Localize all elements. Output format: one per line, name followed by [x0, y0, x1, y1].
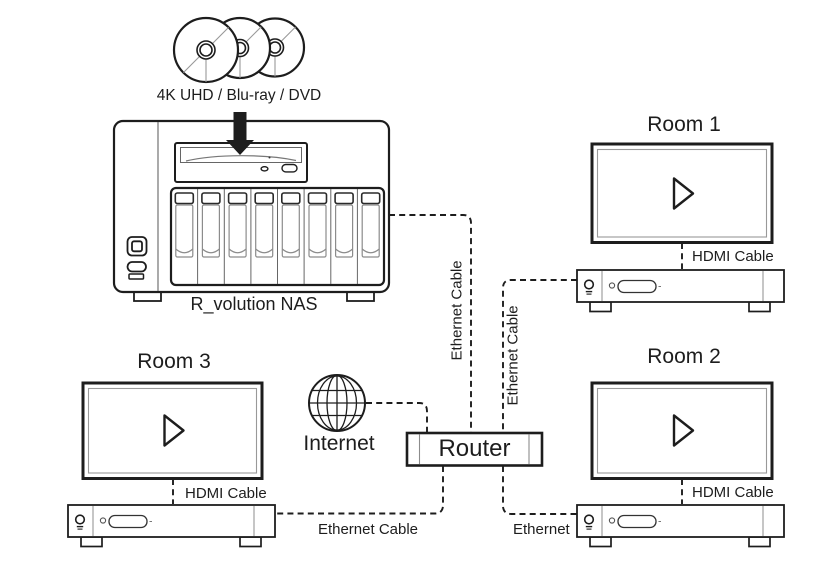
drive-bay: [360, 192, 381, 258]
drive-led: [260, 165, 269, 172]
nas-label: R_volution NAS: [190, 294, 318, 314]
hdmi-cable-label-room3: HDMI Cable: [185, 485, 267, 502]
ethernet-cable-nas-to-router: [389, 214, 472, 433]
router-box: [405, 431, 544, 467]
ethernet-cable-label-nas: Ethernet Cable: [448, 260, 466, 361]
router-label: Router: [438, 434, 511, 462]
drive-bay: [227, 192, 248, 258]
disc-stack-icon: [172, 16, 306, 84]
drive-bay: [280, 192, 301, 258]
ethernet-cable-label-room1: Ethernet Cable: [504, 305, 522, 406]
ethernet-router-to-room2: [502, 466, 577, 515]
insert-disc-arrow-icon: [226, 112, 254, 155]
tv-room1: [590, 142, 774, 244]
media-player-room3: [67, 504, 276, 548]
disc-icon: [172, 16, 240, 84]
front-port: [126, 261, 147, 273]
hdmi-cable-label-room1: HDMI Cable: [692, 248, 774, 265]
ethernet-cable-label-room3: Ethernet Cable: [317, 521, 419, 538]
room3-title: Room 3: [137, 350, 211, 373]
internet-globe-icon: [308, 374, 366, 432]
drive-bay: [174, 192, 195, 258]
disc-formats-label: 4K UHD / Blu-ray / DVD: [156, 87, 322, 104]
drive-bay: [334, 192, 354, 258]
drive-bay: [201, 192, 221, 258]
power-button: [126, 236, 148, 257]
media-player-room1: [576, 269, 785, 313]
media-player-room2: [576, 504, 785, 548]
ethernet-cable-router-to-room3: [277, 466, 444, 515]
ethernet-cable-room1-to-router: [502, 279, 577, 433]
room2-title: Room 2: [647, 345, 721, 368]
drive-bay: [307, 192, 328, 258]
room1-title: Room 1: [647, 113, 721, 136]
hdmi-cable-label-room2: HDMI Cable: [692, 484, 774, 501]
internet-to-router-line: [366, 402, 428, 433]
tv-room3: [81, 381, 264, 480]
eject-button: [281, 163, 298, 173]
drive-bay: [254, 192, 275, 258]
tv-room2: [590, 381, 774, 480]
nas-device: [112, 119, 391, 302]
ethernet-label-room2: Ethernet: [513, 521, 570, 538]
drive-bay-array: [169, 186, 386, 287]
status-indicator: [128, 273, 145, 280]
internet-label: Internet: [303, 432, 375, 455]
